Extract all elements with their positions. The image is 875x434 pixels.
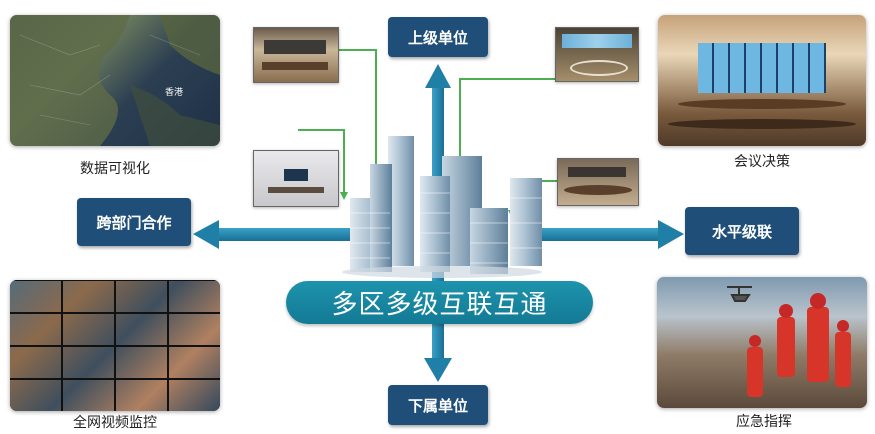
arrow-left — [193, 220, 355, 249]
node-subordinate-unit: 下属单位 — [388, 385, 488, 425]
center-banner: 多区多级互联互通 — [286, 281, 593, 324]
node-superior-unit: 上级单位 — [388, 17, 488, 57]
room-photo-mid-left — [253, 150, 339, 207]
node-horizontal-cascade: 水平级联 — [685, 207, 799, 255]
map-illustration — [10, 15, 220, 146]
caption-emergency-command: 应急指挥 — [736, 414, 792, 430]
photo-meeting-decision — [658, 15, 866, 146]
arrow-right — [535, 220, 684, 249]
room-photo-mid-right — [557, 158, 639, 206]
room-photo-top-left — [253, 27, 339, 83]
photo-data-visualization: 香港 — [10, 15, 220, 146]
rescue-illustration — [727, 286, 851, 397]
connector-lines — [298, 49, 557, 210]
caption-network-video-monitoring: 全网视频监控 — [73, 415, 157, 431]
photo-emergency-command — [657, 277, 867, 408]
photo-network-video-monitoring — [10, 280, 220, 411]
city-buildings-illustration — [342, 136, 542, 278]
caption-data-visualization: 数据可视化 — [80, 161, 150, 177]
room-photo-top-right — [555, 27, 639, 82]
arrow-down — [424, 322, 452, 382]
video-grid — [10, 280, 220, 411]
node-cross-department: 跨部门合作 — [77, 198, 191, 246]
caption-meeting-decision: 会议决策 — [734, 154, 790, 170]
map-label: 香港 — [165, 88, 184, 98]
video-wall — [698, 43, 826, 93]
